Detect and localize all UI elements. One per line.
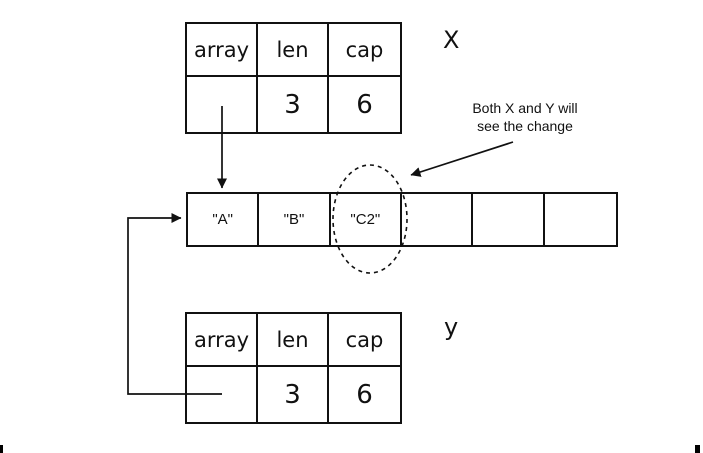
slice-x-label: X [443,26,460,54]
slice-y-array-pointer-cell [187,367,258,422]
backing-array: "A" "B" "C2" [186,192,618,247]
backing-array-cell-5 [545,194,616,245]
slice-y-header-array: array [187,314,258,367]
annotation-arrow [410,141,514,177]
backing-array-cell-0: "A" [188,194,260,245]
slice-x-header-array: array [187,24,258,77]
slice-x-struct-table: array len cap 3 6 [185,22,402,134]
slice-x-len-value: 3 [258,77,329,132]
slice-y-label: y [444,313,459,341]
crop-mark-left [0,445,3,453]
slice-y-header-len: len [258,314,329,367]
slice-x-array-pointer-cell [187,77,258,132]
backing-array-cell-2: "C2" [331,194,402,245]
slice-x-header-len: len [258,24,329,77]
slice-x-cap-value: 6 [356,89,373,120]
annotation-line-1: Both X and Y will [472,100,578,116]
backing-array-cell-1: "B" [259,194,331,245]
slice-y-struct-table: array len cap 3 6 [185,312,402,424]
slice-y-len-value: 3 [258,367,329,422]
slice-y-cap-value: 6 [356,379,373,410]
slice-y-header-cap: cap [329,314,400,367]
crop-mark-right [695,445,700,453]
backing-array-cell-4 [473,194,545,245]
slice-x-header-cap: cap [329,24,400,77]
backing-array-cell-3 [402,194,474,245]
annotation-text: Both X and Y will see the change [454,99,596,135]
annotation-line-2: see the change [477,118,573,134]
